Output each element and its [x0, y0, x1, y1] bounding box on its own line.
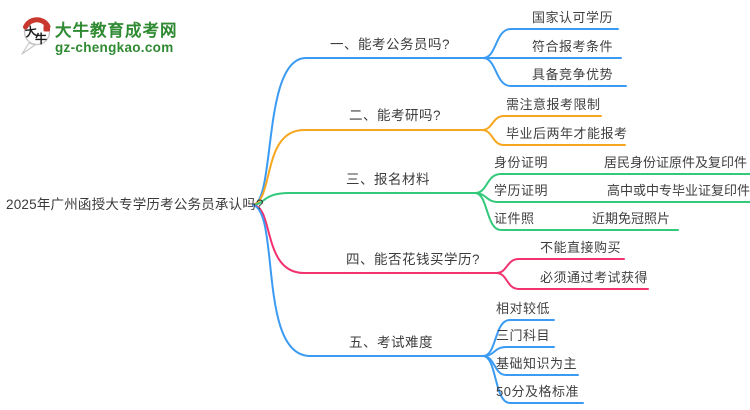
logo-icon-char-top: 大: [24, 23, 38, 40]
branch-5-line: [252, 204, 484, 357]
branch-1-label: 一、能考公务员吗?: [330, 37, 451, 52]
branch-1-line: [252, 57, 484, 206]
branch-2-child-1: 需注意报考限制: [506, 97, 601, 112]
branch-2-line: [252, 129, 483, 206]
branch-4-label: 四、能否花钱买学历?: [346, 252, 481, 267]
logo-bubble-tail: [21, 42, 36, 55]
root-topic: 2025年广州函授大专学历考公务员承认吗?: [6, 197, 264, 212]
branch-5-child-4-line: [482, 355, 584, 404]
branch-3-child-2: 学历证明: [494, 183, 549, 198]
branch-5-child-3: 基础知识为主: [496, 356, 578, 371]
branch-3-child-3-detail: 近期免冠照片: [592, 211, 671, 226]
branch-2-child-2: 毕业后两年才能报考: [506, 126, 628, 141]
logo-site-name: 大牛教育成考网: [55, 20, 178, 40]
branch-3-child-1-detail: 居民身份证原件及复印件: [604, 155, 748, 170]
branch-5-child-2: 三门科目: [496, 328, 551, 343]
branch-3-child-3: 证件照: [494, 211, 535, 226]
branch-5-label: 五、考试难度: [349, 335, 433, 350]
branch-5-child-4: 50分及格标准: [496, 384, 579, 399]
branch-1-child-2: 符合报考条件: [532, 39, 614, 54]
branch-3-label: 三、报名材料: [346, 172, 430, 187]
logo-bubble-icon: 大 牛: [21, 17, 51, 55]
logo-site-url: gz-chengkao.com: [55, 40, 174, 55]
branch-1-child-3: 具备竞争优势: [532, 67, 614, 82]
branch-5-connector-group: [252, 204, 584, 404]
branch-2-child-2-line: [481, 129, 626, 146]
branch-4-connector-group: [252, 204, 649, 290]
branch-2-connector-group: [252, 115, 626, 206]
branch-4-child-2: 必须通过考试获得: [540, 270, 649, 285]
branch-1-child-1-line: [482, 28, 619, 59]
branch-3-child-1-line: [474, 173, 750, 194]
logo-icon-char-bottom: 牛: [35, 31, 47, 46]
branch-3-child-2-detail: 高中或中专毕业证复印件: [607, 183, 750, 198]
branch-1-connector-group: [252, 28, 627, 206]
branch-4-line: [252, 204, 497, 274]
branch-1-child-1: 国家认可学历: [532, 10, 614, 25]
logo-red-cap: [23, 17, 51, 30]
branch-1-child-3-line: [482, 57, 627, 87]
branch-4-child-1: 不能直接购买: [540, 240, 622, 255]
branch-3-child-3-line: [474, 192, 679, 231]
branch-4-child-2-line: [495, 272, 649, 290]
logo-red-seal: [43, 25, 50, 32]
branch-3-connector-group: [252, 173, 750, 231]
branch-3-child-1: 身份证明: [494, 155, 549, 170]
site-logo: 大 牛 大牛教育成考网 gz-chengkao.com: [21, 17, 178, 55]
branch-3-line: [252, 192, 476, 206]
branch-5-child-1: 相对较低: [496, 301, 551, 316]
branch-2-label: 二、能考研吗?: [349, 108, 442, 123]
